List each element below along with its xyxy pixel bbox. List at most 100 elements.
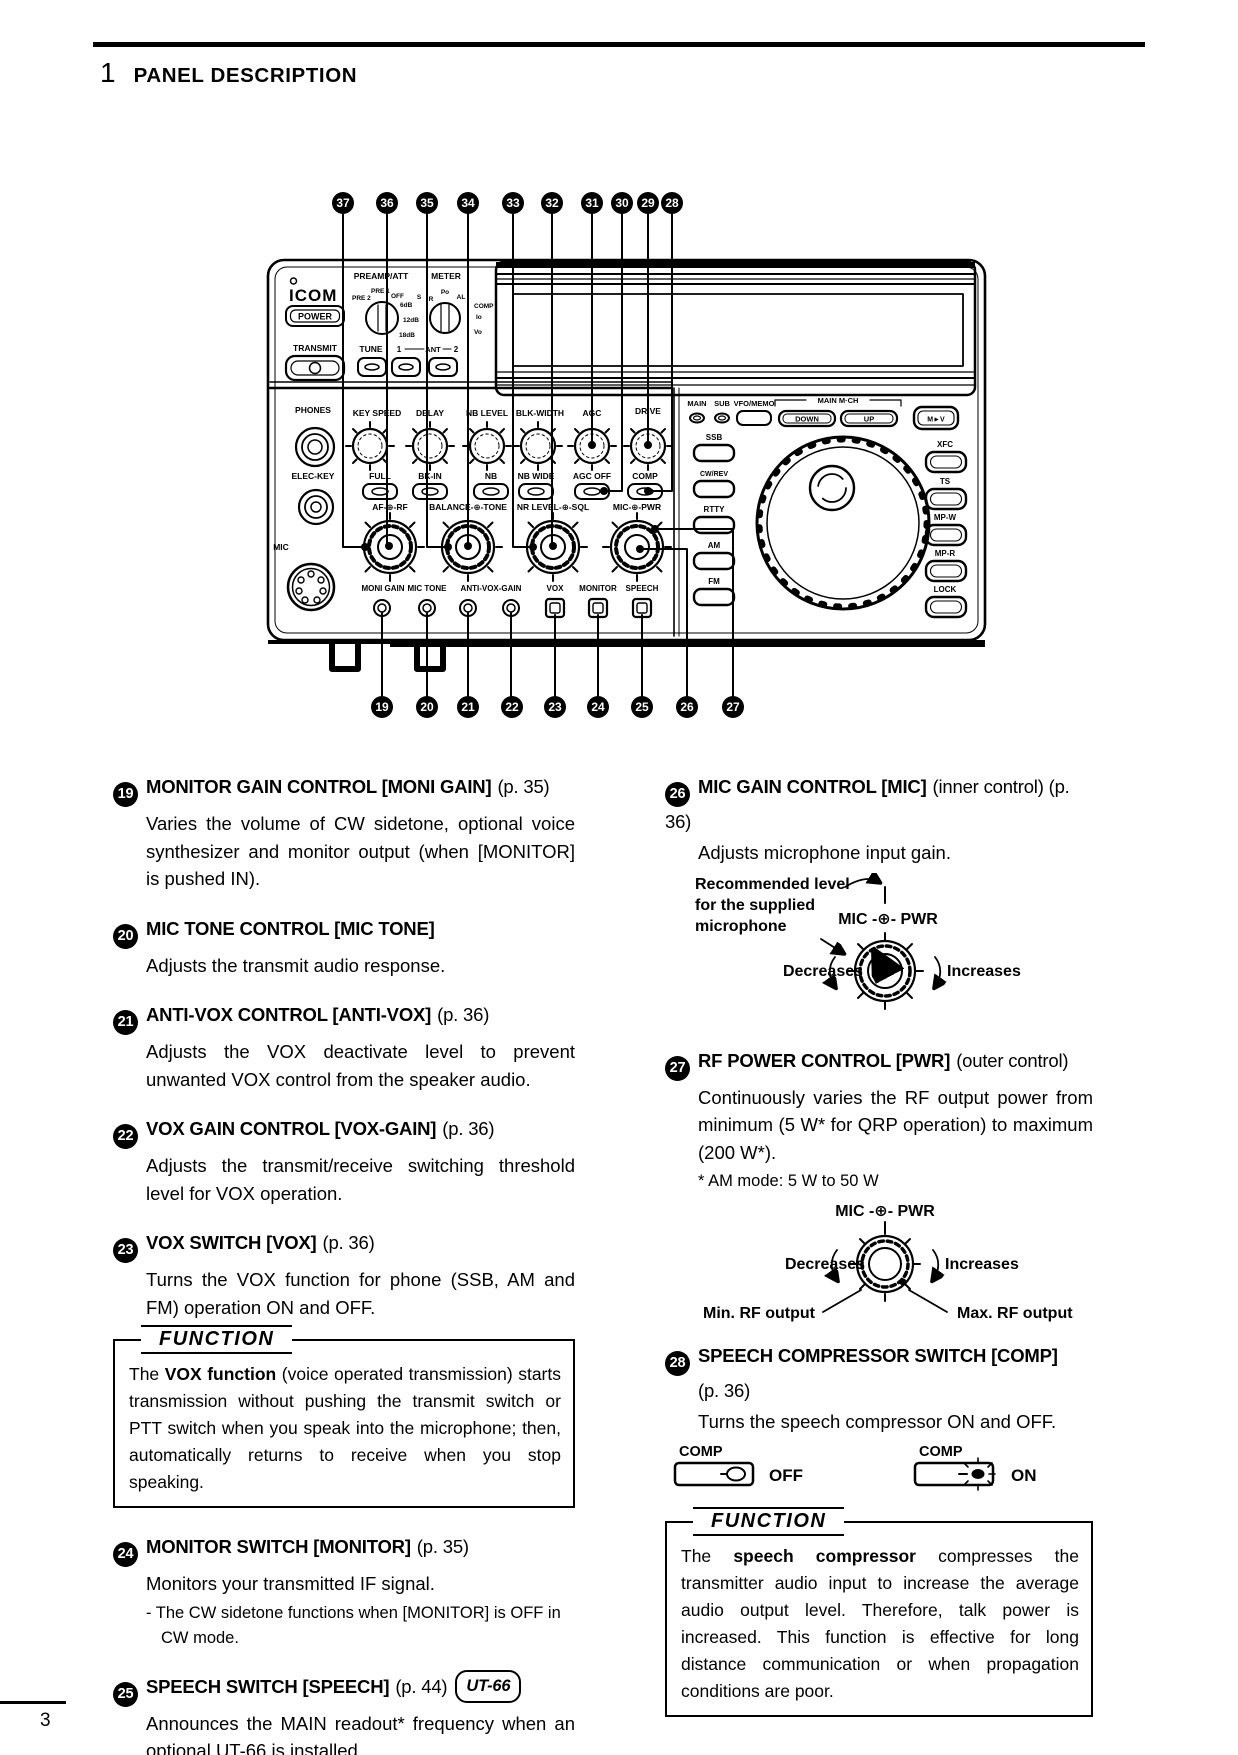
main-indicator bbox=[689, 412, 705, 424]
mode-button-column: SSB CW/REV RTTY AM FM bbox=[692, 433, 736, 607]
item-heading: 22 VOX GAIN CONTROL [VOX-GAIN](p. 36) bbox=[113, 1114, 575, 1149]
comp-switch-figure: COMP OFF COMP bbox=[673, 1442, 1093, 1503]
function-text-lead: The bbox=[129, 1364, 165, 1384]
callout-26: 26 bbox=[680, 700, 694, 714]
item-pageref: (p. 36) bbox=[442, 1118, 495, 1139]
mic-tone-label: MIC TONE bbox=[408, 584, 448, 593]
knob-pointer-icon bbox=[877, 956, 885, 971]
increases-label: Increases bbox=[947, 963, 1021, 980]
nb-wide-button bbox=[518, 483, 554, 500]
nb-wide-label: NB WIDE bbox=[518, 471, 555, 481]
page-title: PANEL DESCRIPTION bbox=[133, 64, 358, 87]
figure-caption-line2: for the supplied bbox=[695, 897, 815, 914]
item-number-badge: 26 bbox=[665, 782, 690, 807]
item-pageref: (outer control) bbox=[956, 1049, 1069, 1071]
brand-and-power-group: ICOM POWER TRANSMIT bbox=[284, 277, 346, 382]
top-callout-numbers: 37 36 35 34 33 32 31 30 29 28 bbox=[332, 192, 683, 214]
decrease-arrow-icon bbox=[830, 955, 835, 987]
ssb-button bbox=[692, 443, 736, 463]
lock-button bbox=[924, 595, 968, 619]
rf-power-knob-drawing bbox=[849, 1221, 921, 1302]
main-mch-label: MAIN M·CH bbox=[818, 396, 859, 405]
off-label: OFF bbox=[769, 1466, 803, 1485]
bk-in-button bbox=[412, 483, 448, 500]
brand-logo: ICOM bbox=[289, 286, 337, 305]
function-box-comp: FUNCTION The speech compressor compresse… bbox=[665, 1506, 1093, 1717]
max-position-dot bbox=[899, 1278, 907, 1286]
speech-label: SPEECH bbox=[626, 584, 659, 593]
anti-vox-gain-label: ANTI-VOX-GAIN bbox=[461, 584, 522, 593]
item-pageref: (p. 36) bbox=[322, 1232, 375, 1253]
item-number-badge: 24 bbox=[113, 1542, 138, 1567]
transmit-label: TRANSMIT bbox=[293, 343, 338, 353]
mic-pwr-figure-label: MIC -⊕- PWR bbox=[835, 1203, 935, 1220]
icom-logo-dot bbox=[289, 277, 298, 285]
callout-32: 32 bbox=[545, 196, 559, 210]
ant1-label: 1 bbox=[397, 345, 402, 354]
m-to-v-label: M►V bbox=[927, 417, 945, 424]
item-title: MONITOR GAIN CONTROL [MONI GAIN] bbox=[146, 776, 492, 797]
item-title: MIC TONE CONTROL [MIC TONE] bbox=[146, 917, 435, 939]
item-number-badge: 22 bbox=[113, 1124, 138, 1149]
mic-label: MIC bbox=[273, 542, 289, 552]
item-body: Monitors your transmitted IF signal. bbox=[146, 1573, 435, 1594]
callout-20: 20 bbox=[420, 700, 434, 714]
af-rf-label: AF-⊕-RF bbox=[372, 502, 407, 512]
tune-button bbox=[357, 357, 387, 377]
item-pageref: (p. 35) bbox=[416, 1536, 469, 1557]
caption-arrow-icon bbox=[844, 879, 879, 888]
callout-29: 29 bbox=[641, 196, 655, 210]
function-text-bold: VOX function bbox=[164, 1364, 277, 1384]
elec-key-jack: ELEC-KEY bbox=[292, 471, 335, 526]
item-number-badge: 23 bbox=[113, 1238, 138, 1263]
item-title: VOX GAIN CONTROL [VOX-GAIN] bbox=[146, 1118, 437, 1139]
item-pageref: (inner control) (p. 36) bbox=[665, 776, 1070, 832]
fm-label: FM bbox=[708, 577, 720, 586]
meter-pos: R bbox=[429, 296, 434, 303]
meter-pos: Po bbox=[441, 289, 449, 296]
callout-27: 27 bbox=[726, 700, 740, 714]
ts-label: TS bbox=[940, 477, 951, 486]
am-label: AM bbox=[708, 541, 721, 550]
ant2-button bbox=[428, 357, 458, 377]
callout-37: 37 bbox=[336, 196, 350, 210]
full-label: FULL bbox=[369, 471, 391, 481]
am-button bbox=[692, 551, 736, 571]
nb-label: NB bbox=[485, 471, 497, 481]
mic-gain-knob-drawing bbox=[846, 931, 924, 1010]
caption-arrow2-icon bbox=[820, 937, 843, 953]
increase-arrow-icon bbox=[935, 955, 940, 987]
down-label: DOWN bbox=[795, 415, 819, 424]
blk-width-knob bbox=[512, 420, 564, 472]
item-body: Adjusts microphone input gain. bbox=[698, 842, 951, 863]
ts-button bbox=[924, 487, 968, 511]
item-body: Continuously varies the RF output power … bbox=[698, 1086, 1093, 1163]
figure-caption-line1: Recommended level bbox=[695, 876, 850, 893]
nb-level-knob bbox=[461, 420, 513, 472]
xfc-button bbox=[924, 450, 968, 474]
led-burst-icon bbox=[963, 1456, 996, 1491]
cw-rev-button bbox=[692, 479, 736, 499]
mp-w-label: MP-W bbox=[934, 513, 957, 522]
decreases-label: Decreases bbox=[783, 963, 863, 980]
up-label: UP bbox=[864, 415, 874, 424]
item-number-badge: 21 bbox=[113, 1010, 138, 1035]
comp-off-caption: COMP bbox=[679, 1444, 723, 1460]
comp-label: COMP bbox=[632, 471, 658, 481]
meter-pos: COMP bbox=[474, 303, 494, 310]
phones-jack: PHONES bbox=[294, 405, 336, 468]
header-rule bbox=[93, 42, 1145, 47]
function-box-vox: FUNCTION The VOX function (voice operate… bbox=[113, 1325, 575, 1508]
ant1-button bbox=[391, 357, 421, 377]
item-title: SPEECH SWITCH [SPEECH] bbox=[146, 1675, 390, 1697]
